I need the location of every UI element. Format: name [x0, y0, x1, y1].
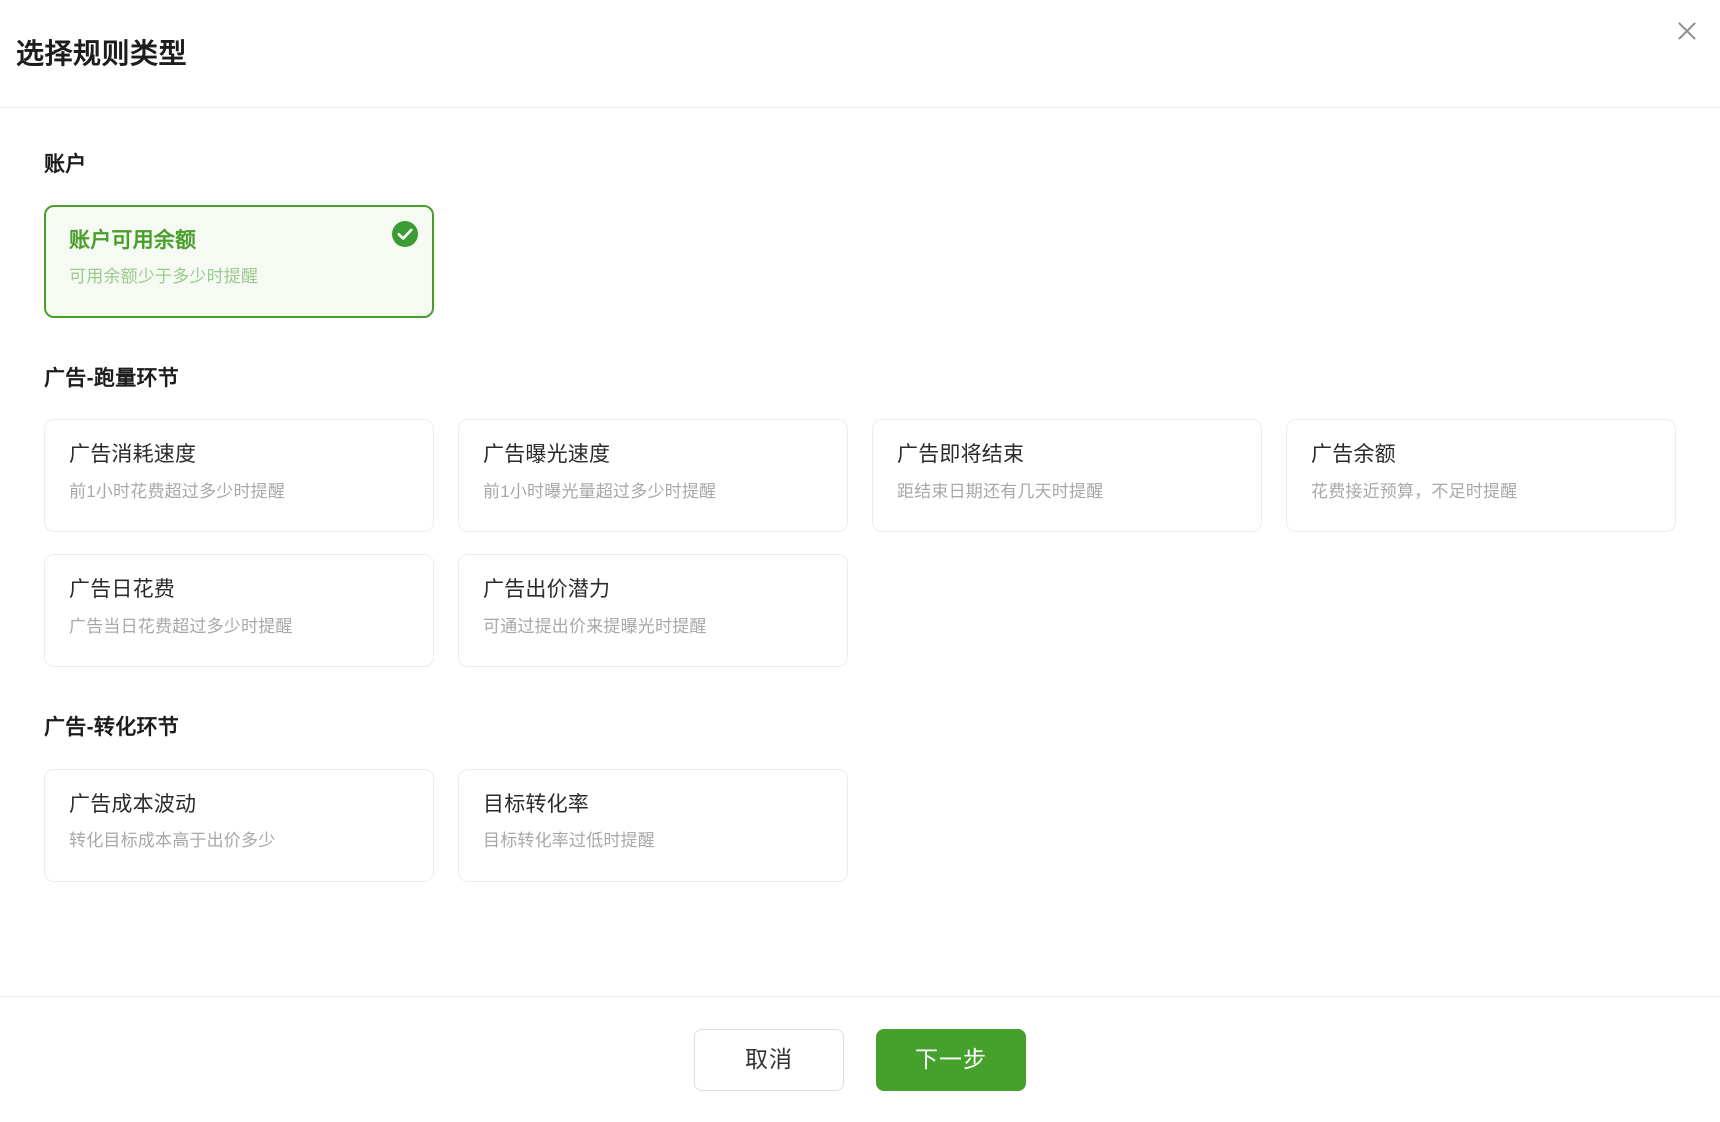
rule-card-title: 广告即将结束 [897, 443, 1025, 467]
next-step-button[interactable]: 下一步 [876, 1028, 1026, 1091]
ad-delivery-card-grid: 广告消耗速度 前1小时花费超过多少时提醒 广告曝光速度 前1小时曝光量超过多少时… [44, 419, 1676, 668]
rule-card-description: 可通过提出价来提曝光时提醒 [483, 616, 707, 636]
rule-card-description: 转化目标成本高于出价多少 [69, 830, 276, 850]
rule-card-account-balance[interactable]: 账户可用余额 可用余额少于多少时提醒 [44, 205, 434, 319]
dialog-header: 选择规则类型 [0, 0, 1720, 108]
section-title-ad-conversion: 广告-转化环节 [44, 716, 180, 740]
rule-card-title: 广告出价潜力 [483, 578, 611, 602]
rule-card-title: 目标转化率 [483, 792, 589, 816]
section-account: 账户 账户可用余额 可用余额少于多少时提醒 [44, 152, 1676, 319]
rule-card-ad-impression-rate[interactable]: 广告曝光速度 前1小时曝光量超过多少时提醒 [458, 419, 848, 533]
dialog-footer: 取消 下一步 [0, 996, 1720, 1122]
rule-card-description: 广告当日花费超过多少时提醒 [69, 616, 293, 636]
rule-card-target-conversion-rate[interactable]: 目标转化率 目标转化率过低时提醒 [458, 768, 848, 882]
rule-card-description: 可用余额少于多少时提醒 [69, 267, 259, 287]
close-button[interactable] [1670, 14, 1704, 48]
rule-card-description: 前1小时曝光量超过多少时提醒 [483, 481, 717, 501]
rule-card-ad-spend-rate[interactable]: 广告消耗速度 前1小时花费超过多少时提醒 [44, 419, 434, 533]
rule-card-ad-balance[interactable]: 广告余额 花费接近预算，不足时提醒 [1286, 419, 1676, 533]
rule-card-title: 广告消耗速度 [69, 443, 197, 467]
page-title: 选择规则类型 [16, 37, 188, 69]
close-icon [1675, 19, 1699, 43]
rule-card-ad-daily-spend[interactable]: 广告日花费 广告当日花费超过多少时提醒 [44, 554, 434, 668]
section-ad-conversion: 广告-转化环节 广告成本波动 转化目标成本高于出价多少 目标转化率 目标转化率过… [44, 715, 1676, 882]
check-circle-icon [392, 221, 418, 248]
ad-conversion-card-grid: 广告成本波动 转化目标成本高于出价多少 目标转化率 目标转化率过低时提醒 [44, 768, 1676, 882]
section-title-ad-delivery: 广告-跑量环节 [44, 367, 180, 391]
section-ad-delivery: 广告-跑量环节 广告消耗速度 前1小时花费超过多少时提醒 广告曝光速度 前1小时… [44, 366, 1676, 668]
section-title-account: 账户 [44, 153, 87, 176]
cancel-button[interactable]: 取消 [694, 1028, 844, 1091]
rule-card-ad-cost-fluctuation[interactable]: 广告成本波动 转化目标成本高于出价多少 [44, 768, 434, 882]
rule-card-ad-ending-soon[interactable]: 广告即将结束 距结束日期还有几天时提醒 [872, 419, 1262, 533]
rule-card-description: 花费接近预算，不足时提醒 [1311, 481, 1518, 501]
rule-card-title: 广告曝光速度 [483, 443, 611, 467]
rule-card-title: 账户可用余额 [69, 229, 197, 253]
rule-card-description: 前1小时花费超过多少时提醒 [69, 481, 286, 501]
rule-card-title: 广告日花费 [69, 578, 175, 602]
dialog-body: 账户 账户可用余额 可用余额少于多少时提醒 广告-跑量环节 [0, 108, 1720, 996]
rule-card-title: 广告余额 [1311, 443, 1396, 467]
rule-card-ad-bid-potential[interactable]: 广告出价潜力 可通过提出价来提曝光时提醒 [458, 554, 848, 668]
rule-card-description: 目标转化率过低时提醒 [483, 830, 655, 850]
rule-card-title: 广告成本波动 [69, 792, 197, 816]
account-card-grid: 账户可用余额 可用余额少于多少时提醒 [44, 205, 1676, 319]
rule-card-description: 距结束日期还有几天时提醒 [897, 481, 1104, 501]
